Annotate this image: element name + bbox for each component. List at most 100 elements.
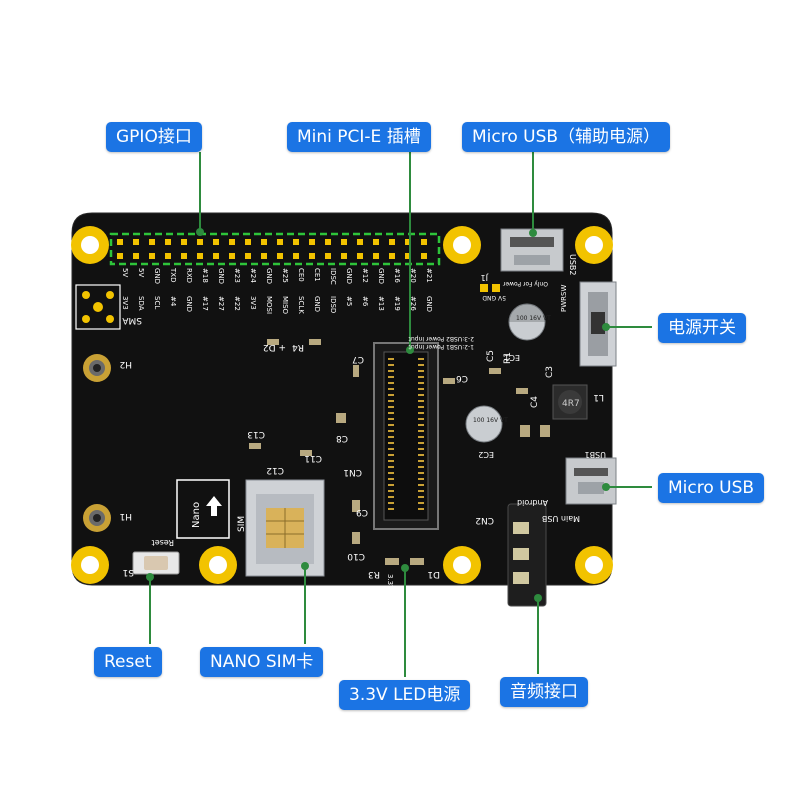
label-power-switch: 电源开关 xyxy=(658,313,746,343)
gpio-pin-label: 5V xyxy=(137,268,145,277)
gpio-pad xyxy=(373,239,379,245)
pcie-pin xyxy=(388,484,394,486)
pcie-pin xyxy=(388,478,394,480)
pcie-pin xyxy=(418,490,424,492)
silk-pwrsw: PWRSW xyxy=(560,285,568,312)
label-reset: Reset xyxy=(94,647,162,677)
gpio-pad xyxy=(277,239,283,245)
pcie-pin xyxy=(418,412,424,414)
gpio-pin-label: GND xyxy=(313,296,321,312)
gpio-pin-label: 3V3 xyxy=(249,296,257,310)
gpio-pad xyxy=(229,253,235,259)
sim-slot xyxy=(176,479,325,577)
pcie-pin xyxy=(418,424,424,426)
silk-d1: D1 xyxy=(427,569,440,579)
silk-android: Android xyxy=(517,498,548,507)
gpio-pad xyxy=(213,253,219,259)
pcie-pin xyxy=(418,370,424,372)
gpio-pad xyxy=(357,253,363,259)
silk-only-for-power: Only For Power xyxy=(502,280,548,287)
pcie-pin xyxy=(418,364,424,366)
silk-c7: C7 xyxy=(352,354,364,364)
pcie-pin xyxy=(418,496,424,498)
silk-j1: J1 xyxy=(481,273,489,282)
gpio-pin-label: GND xyxy=(153,268,161,284)
pcie-pin xyxy=(418,478,424,480)
gpio-pin-label: #5 xyxy=(345,296,353,306)
silk-usb2-power-input: 2-3:USB2 Power Input xyxy=(408,335,474,342)
pcie-pin xyxy=(388,412,394,414)
reset-button-component xyxy=(132,551,180,575)
silk-c11: C11 xyxy=(304,453,322,463)
gpio-pin-label: RXD xyxy=(185,268,193,283)
pcie-pin xyxy=(388,454,394,456)
silk-cn2: CN2 xyxy=(475,515,494,525)
gpio-header xyxy=(109,232,441,266)
pcie-pin xyxy=(388,466,394,468)
silk-c6: C6 xyxy=(456,373,468,383)
gpio-pin-label: #26 xyxy=(409,296,417,311)
gpio-pin-label: #13 xyxy=(377,296,385,311)
silk-l1: L1 xyxy=(593,392,604,402)
gpio-pad xyxy=(181,253,187,259)
silk-r4: R4 xyxy=(292,342,304,352)
gpio-pin-label: GND xyxy=(425,296,433,312)
pcie-pin xyxy=(388,376,394,378)
gpio-pin-label: TXD xyxy=(169,267,177,282)
label-gpio: GPIO接口 xyxy=(106,122,202,152)
silk-cap-ec2: 100 16V VT xyxy=(473,417,508,424)
gpio-pad xyxy=(357,239,363,245)
pcie-pin xyxy=(388,508,394,510)
gpio-pin-label: #17 xyxy=(201,296,209,311)
pcie-pin xyxy=(388,406,394,408)
gpio-pad xyxy=(117,239,123,245)
silk-inductor: 4R7 xyxy=(562,399,580,409)
gpio-pad xyxy=(181,239,187,245)
gpio-pad xyxy=(133,239,139,245)
pcie-pin xyxy=(418,418,424,420)
gpio-pin-label: CE0 xyxy=(297,268,305,282)
gpio-pin-label: #21 xyxy=(425,268,433,283)
silk-c13: C13 xyxy=(247,429,265,439)
silk-sim: SIM xyxy=(237,516,247,532)
pcie-pin xyxy=(418,382,424,384)
gpio-pad xyxy=(325,239,331,245)
silk-cn1: CN1 xyxy=(343,467,362,477)
gpio-pad xyxy=(341,253,347,259)
gpio-pin-label: IDSC xyxy=(329,268,337,285)
silk-c3: C3 xyxy=(545,366,555,378)
pcie-pin xyxy=(418,454,424,456)
gpio-pin-label: #18 xyxy=(201,268,209,283)
pcie-pin xyxy=(388,472,394,474)
gpio-pin-label: #16 xyxy=(393,268,401,283)
usb1-connector xyxy=(565,457,617,505)
gpio-pin-label: SDA xyxy=(137,296,145,311)
silk-c9: C9 xyxy=(356,507,368,517)
gpio-pad xyxy=(405,253,411,259)
inductor-l1 xyxy=(552,384,588,420)
pcie-pin xyxy=(388,442,394,444)
h2-socket xyxy=(83,354,111,382)
label-micro-usb-aux: Micro USB（辅助电源） xyxy=(462,122,671,152)
gpio-pin-label: MISO xyxy=(281,296,289,315)
silk-r3: R3 xyxy=(368,569,380,579)
pcie-pin xyxy=(388,400,394,402)
gpio-pin-label: GND xyxy=(345,268,353,284)
mini-pcie-slot xyxy=(373,342,439,530)
gpio-pad xyxy=(341,239,347,245)
gpio-pin-label: CE1 xyxy=(313,268,321,282)
capacitor-ec2 xyxy=(465,405,503,443)
silk-sma: SMA xyxy=(122,315,142,325)
gpio-pin-label: MOSI xyxy=(265,296,273,314)
pcie-pin xyxy=(388,358,394,360)
pcie-pin xyxy=(418,376,424,378)
gpio-pad xyxy=(421,239,427,245)
gpio-pad xyxy=(389,239,395,245)
silk-c12: C12 xyxy=(266,465,284,475)
gpio-pad xyxy=(245,239,251,245)
gpio-pad xyxy=(293,239,299,245)
pcie-pin xyxy=(418,430,424,432)
silk-c8: C8 xyxy=(336,433,348,443)
gpio-pin-label: 5V xyxy=(121,268,129,277)
